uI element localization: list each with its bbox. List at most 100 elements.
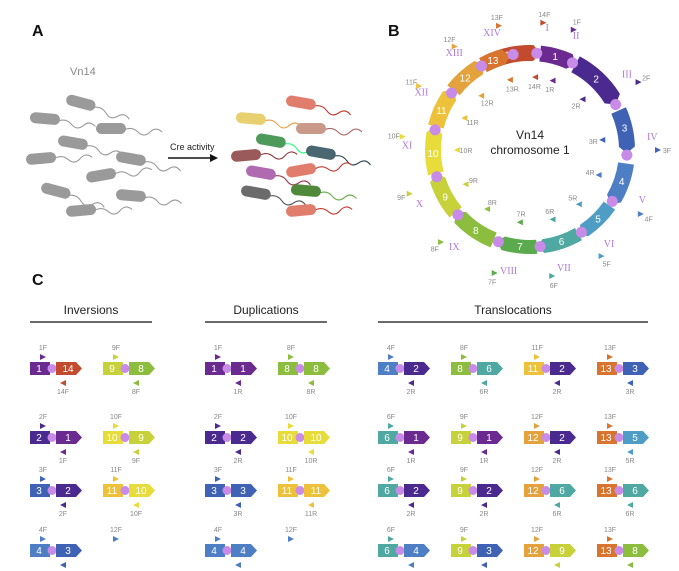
right-segment [550, 544, 576, 557]
segment-number-9: 9 [442, 193, 448, 204]
reverse-primer-arrow [554, 502, 560, 508]
forward-primer-arrow [461, 423, 467, 429]
junction-roman-IX: IX [449, 242, 460, 253]
forward-primer-label: 12F [285, 527, 297, 534]
chromosome-segment-9 [430, 173, 462, 218]
left-segment [524, 362, 544, 375]
colored-bacterium [286, 95, 351, 116]
reverse-primer-label: 2R [553, 389, 562, 396]
left-segment-number: 8 [457, 364, 463, 375]
right-segment [477, 362, 503, 375]
reverse-primer-label: 2R [407, 389, 416, 396]
left-segment [205, 431, 225, 444]
primer-forward-marker [598, 253, 605, 260]
reverse-primer-label: 2R [234, 458, 243, 465]
forward-primer-arrow [388, 423, 394, 429]
left-segment-number: 4 [36, 546, 42, 557]
primer-forward-marker [570, 26, 577, 33]
inversions-heading: Inversions [64, 303, 119, 317]
primer-forward-label: 8F [431, 247, 439, 254]
left-segment [30, 484, 50, 497]
primer-reverse-marker [595, 171, 602, 178]
primer-forward-marker [438, 239, 445, 246]
reverse-primer-arrow [627, 449, 633, 455]
reverse-primer-arrow [235, 380, 241, 386]
reverse-primer-arrow [235, 449, 241, 455]
right-segment-number: 6 [632, 486, 638, 497]
left-segment-number: 10 [106, 433, 118, 444]
reverse-primer-label: 10R [305, 458, 318, 465]
rearrangement-construct: 6F644R [378, 527, 430, 568]
panel-b-chromosome-map: Vn14 chromosome 1 1412345678910111213III… [388, 12, 671, 290]
right-segment-number: 9 [138, 433, 144, 444]
junction-roman-XI: XI [402, 141, 413, 152]
right-segment-number: 2 [413, 486, 419, 497]
left-segment-number: 6 [384, 486, 390, 497]
colored-bacterium [296, 123, 363, 136]
right-segment-number: 1 [486, 433, 492, 444]
left-segment-number: 12 [527, 546, 539, 557]
right-segment [231, 544, 257, 557]
right-segment-number: 1 [413, 433, 419, 444]
left-segment [451, 431, 471, 444]
left-segment-number: 12 [527, 433, 539, 444]
reverse-primer-label: 6R [626, 511, 635, 518]
junction-site [47, 433, 57, 442]
right-segment-number: 6 [559, 486, 565, 497]
reverse-primer-arrow [481, 449, 487, 455]
right-segment [231, 431, 257, 444]
primer-forward-label: 3F [663, 148, 671, 155]
reverse-primer-arrow [554, 449, 560, 455]
right-segment [477, 431, 503, 444]
colored-bacterium [246, 165, 311, 186]
forward-primer-arrow [461, 476, 467, 482]
chromosome-segment-10 [425, 126, 444, 176]
left-segment-number: 3 [36, 486, 42, 497]
primer-reverse-label: 4R [586, 170, 595, 177]
junction-site [468, 364, 478, 373]
forward-primer-arrow [534, 354, 540, 360]
right-segment [56, 431, 82, 444]
left-segment [597, 484, 617, 497]
forward-primer-arrow [461, 536, 467, 542]
reverse-primer-label: 3R [234, 511, 243, 518]
chromosome-segment-4 [607, 162, 634, 205]
reverse-primer-arrow [235, 562, 241, 568]
reverse-primer-arrow [235, 502, 241, 508]
left-segment-number: 6 [384, 433, 390, 444]
chromosome-segment-7 [496, 236, 538, 254]
right-segment [231, 484, 257, 497]
junction-site [120, 364, 130, 373]
right-segment-number: 2 [486, 486, 492, 497]
right-segment [129, 362, 155, 375]
left-segment [378, 484, 398, 497]
junction-site [468, 433, 478, 442]
junction-roman-I: I [545, 23, 548, 34]
reverse-primer-label: 5R [626, 458, 635, 465]
forward-primer-arrow [534, 536, 540, 542]
junction-site [541, 486, 551, 495]
junction-site [120, 433, 130, 442]
forward-primer-arrow [607, 476, 613, 482]
left-segment-number: 11 [282, 486, 293, 497]
forward-primer-label: 3F [39, 467, 47, 474]
reverse-primer-label: 10F [130, 511, 142, 518]
left-segment-number: 10 [281, 433, 293, 444]
primer-reverse-marker [575, 201, 582, 208]
junction-site [222, 486, 232, 495]
junction-site [541, 546, 551, 555]
left-segment-number: 3 [211, 486, 217, 497]
right-segment-number: 4 [240, 546, 246, 557]
forward-primer-arrow [534, 476, 540, 482]
reverse-primer-arrow [554, 380, 560, 386]
forward-primer-label: 11F [285, 467, 297, 474]
segment-number-12: 12 [460, 73, 472, 84]
reverse-primer-label: 1F [59, 458, 67, 465]
junction-roman-VI: VI [604, 239, 615, 250]
colored-bacterium [241, 185, 306, 206]
right-segment [404, 544, 430, 557]
forward-primer-label: 10F [285, 414, 297, 421]
